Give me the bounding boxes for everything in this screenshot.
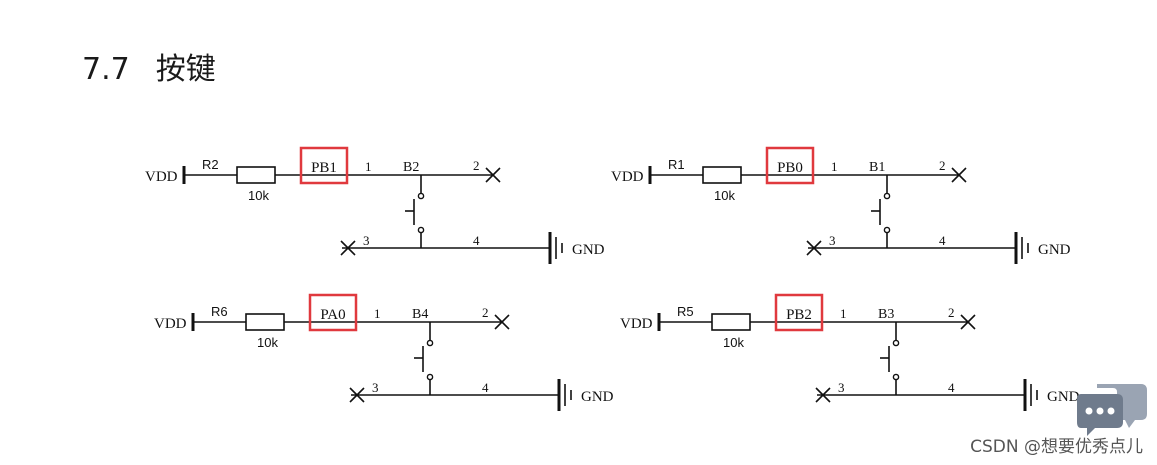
chat-bubble-icon[interactable] xyxy=(1077,380,1149,440)
pin-label: PB0 xyxy=(777,160,803,176)
resistor-value: 10k xyxy=(723,335,744,350)
pin2-label: 2 xyxy=(948,305,955,320)
vdd-label: VDD xyxy=(154,316,187,332)
button-contact xyxy=(426,339,434,347)
csdn-watermark: CSDN @想要优秀点儿 xyxy=(970,437,1143,457)
pin-highlight-box xyxy=(765,146,815,185)
resistor-label: R2 xyxy=(202,157,219,172)
button-contact xyxy=(883,226,891,234)
no-connect-x xyxy=(485,167,501,183)
section-heading: 7.7 按键 xyxy=(82,44,216,88)
pin1-label: 1 xyxy=(831,159,838,174)
pin3-label: 3 xyxy=(372,380,379,395)
pin4-label: 4 xyxy=(939,233,946,248)
pin4-label: 4 xyxy=(473,233,480,248)
pin3-label: 3 xyxy=(363,233,370,248)
button-label: B1 xyxy=(869,160,885,175)
pin-label: PA0 xyxy=(320,307,345,323)
vdd-label: VDD xyxy=(145,169,178,185)
section-title: 按键 xyxy=(155,52,216,87)
gnd-label: GND xyxy=(581,389,614,405)
no-connect-x xyxy=(815,387,831,403)
resistor-body xyxy=(245,313,285,331)
pin1-label: 1 xyxy=(365,159,372,174)
vdd-label: VDD xyxy=(611,169,644,185)
pin-highlight-box xyxy=(774,293,824,332)
pin-label: PB1 xyxy=(311,160,337,176)
no-connect-x xyxy=(340,240,356,256)
button-contact xyxy=(417,192,425,200)
no-connect-x xyxy=(349,387,365,403)
resistor-value: 10k xyxy=(714,188,735,203)
pin4-label: 4 xyxy=(948,380,955,395)
resistor-label: R5 xyxy=(677,304,694,319)
no-connect-x xyxy=(494,314,510,330)
gnd-label: GND xyxy=(1038,242,1071,258)
button-contact xyxy=(892,339,900,347)
pin2-label: 2 xyxy=(473,158,480,173)
resistor-body xyxy=(236,166,276,184)
button-contact xyxy=(417,226,425,234)
pin3-label: 3 xyxy=(829,233,836,248)
resistor-body xyxy=(711,313,751,331)
resistor-body xyxy=(702,166,742,184)
no-connect-x xyxy=(951,167,967,183)
button-label: B3 xyxy=(878,307,894,322)
pin1-label: 1 xyxy=(840,306,847,321)
pin4-label: 4 xyxy=(482,380,489,395)
no-connect-x xyxy=(806,240,822,256)
gnd-label: GND xyxy=(1047,389,1080,405)
pin-label: PB2 xyxy=(786,307,812,323)
gnd-label: GND xyxy=(572,242,605,258)
no-connect-x xyxy=(960,314,976,330)
resistor-value: 10k xyxy=(257,335,278,350)
pin2-label: 2 xyxy=(482,305,489,320)
pin-highlight-box xyxy=(299,146,349,185)
pin-highlight-box xyxy=(308,293,358,332)
button-label: B2 xyxy=(403,160,419,175)
resistor-label: R1 xyxy=(668,157,685,172)
pin2-label: 2 xyxy=(939,158,946,173)
section-number: 7.7 xyxy=(82,52,130,87)
resistor-value: 10k xyxy=(248,188,269,203)
vdd-label: VDD xyxy=(620,316,653,332)
resistor-label: R6 xyxy=(211,304,228,319)
button-label: B4 xyxy=(412,307,428,322)
button-contact xyxy=(892,373,900,381)
button-contact xyxy=(426,373,434,381)
pin1-label: 1 xyxy=(374,306,381,321)
pin3-label: 3 xyxy=(838,380,845,395)
button-contact xyxy=(883,192,891,200)
